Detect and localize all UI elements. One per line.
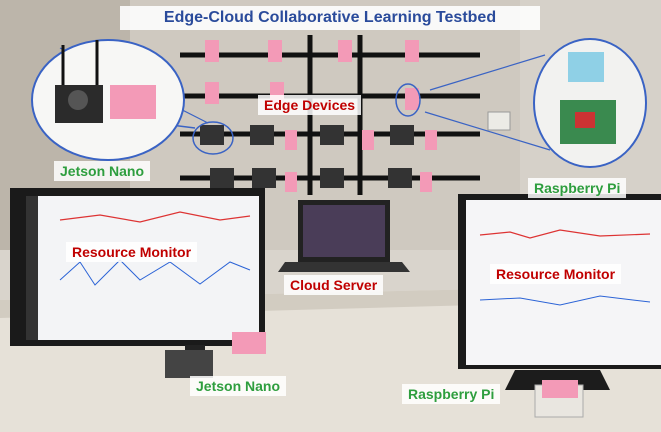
label-edge-devices: Edge Devices (258, 95, 362, 115)
label-jetson-nano-top: Jetson Nano (54, 161, 151, 181)
edge-device-cluster (200, 40, 437, 192)
raspberry-pi-desk-device (534, 380, 584, 418)
label-raspberry-pi-top: Raspberry Pi (528, 178, 627, 198)
label-resource-monitor-right: Resource Monitor (490, 264, 622, 284)
label-resource-monitor-left: Resource Monitor (66, 242, 198, 262)
label-raspberry-pi-bottom: Raspberry Pi (402, 384, 501, 404)
figure-title: Edge-Cloud Collaborative Learning Testbe… (120, 6, 540, 30)
laptop-cloud-server (278, 200, 410, 272)
raspberry-pi-callout (395, 38, 647, 168)
jetson-nano-desk-device (165, 332, 266, 378)
monitor-left (10, 188, 265, 357)
jetson-nano-callout (31, 39, 234, 161)
label-cloud-server: Cloud Server (284, 275, 384, 295)
label-jetson-nano-bottom: Jetson Nano (190, 376, 287, 396)
monitor-right (458, 194, 661, 390)
